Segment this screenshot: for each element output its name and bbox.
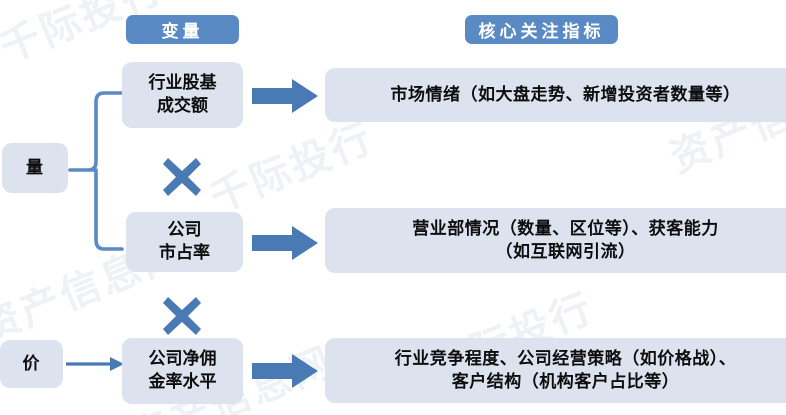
driver-box-company-net-commission-rate: 公司净佣 金率水平 bbox=[122, 338, 243, 404]
metric-line-2: 客户结构（机构客户占比等） bbox=[451, 371, 680, 392]
driver-line-2: 市占率 bbox=[159, 243, 210, 263]
metric-line-1: 营业部情况（数量、区位等）、获客能力 bbox=[412, 218, 719, 239]
metric-box-competition-and-strategy: 行业竞争程度、公司经营策略（如价格战）、 客户结构（机构客户占比等） bbox=[325, 338, 786, 403]
driver-line-1: 公司 bbox=[167, 220, 202, 241]
multiply-icon bbox=[163, 297, 201, 335]
driver-line-2: 金率水平 bbox=[148, 372, 217, 392]
arrow-price-to-driver bbox=[66, 357, 124, 371]
driver-line-2: 成交额 bbox=[157, 96, 208, 116]
arrow-driver-to-metric bbox=[252, 79, 318, 113]
metric-box-branch-and-acquisition: 营业部情况（数量、区位等）、获客能力 （如互联网引流） bbox=[325, 208, 786, 273]
metric-line-2: （如互联网引流） bbox=[495, 241, 636, 262]
arrow-driver-to-metric bbox=[252, 354, 318, 388]
driver-box-company-market-share: 公司 市占率 bbox=[126, 212, 243, 272]
brace-connector bbox=[68, 91, 124, 251]
driver-box-industry-turnover: 行业股基 成交额 bbox=[122, 62, 243, 128]
multiply-icon bbox=[163, 158, 201, 196]
metric-line-1: 行业竞争程度、公司经营策略（如价格战）、 bbox=[394, 348, 737, 369]
header-pill-core-metrics: 核心关注指标 bbox=[465, 15, 618, 44]
arrow-driver-to-metric bbox=[252, 226, 318, 260]
metric-box-market-sentiment: 市场情绪（如大盘走势、新增投资者数量等） bbox=[325, 68, 786, 122]
category-box-volume: 量 bbox=[2, 143, 68, 193]
driver-line-1: 公司净佣 bbox=[148, 349, 217, 370]
metric-line-1: 市场情绪（如大盘走势、新增投资者数量等） bbox=[390, 84, 741, 105]
driver-line-1: 行业股基 bbox=[148, 73, 217, 94]
category-box-price: 价 bbox=[0, 340, 63, 388]
header-pill-variable: 变量 bbox=[126, 15, 239, 44]
